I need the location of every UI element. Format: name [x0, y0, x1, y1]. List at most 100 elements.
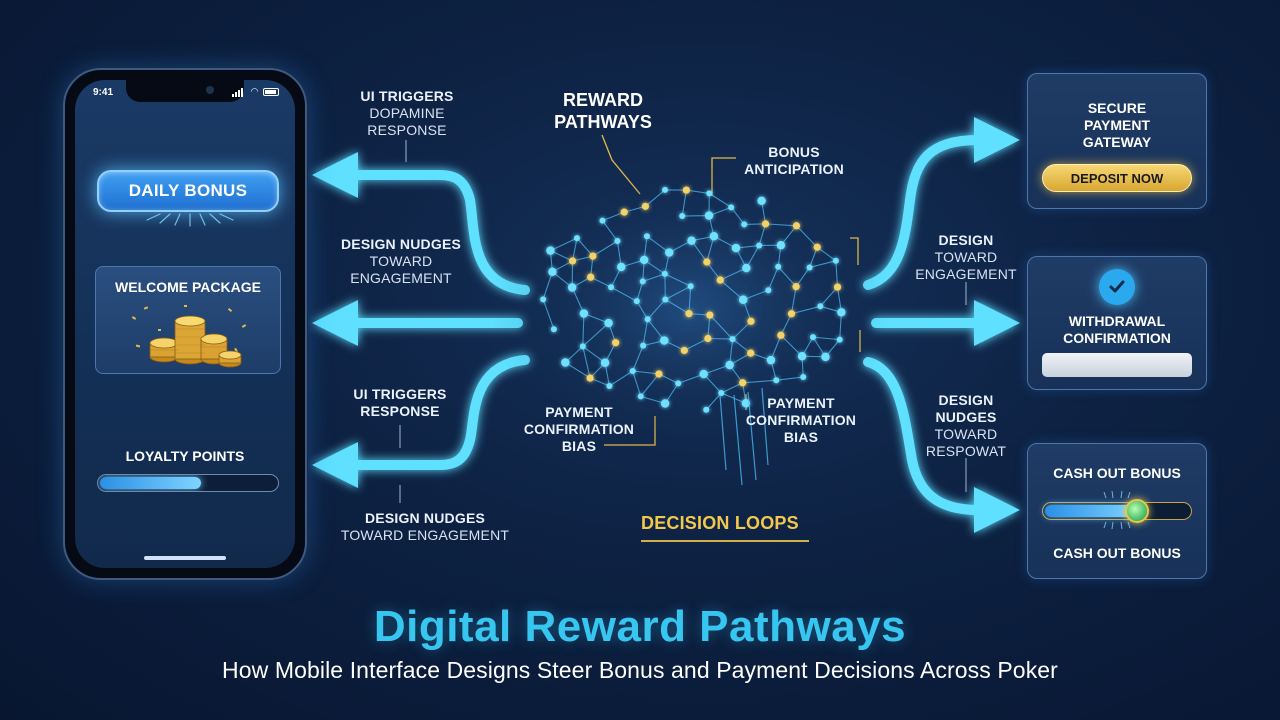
- phone-screen: 9:41 ◠ DAILY BONUS WELCOME PACKAGE: [75, 80, 295, 568]
- brain-connection: [645, 189, 666, 207]
- brain-connection: [636, 300, 649, 320]
- brain-node-gold: [716, 276, 724, 284]
- brain-connection: [664, 273, 691, 287]
- brain-connection: [576, 237, 594, 257]
- brain-connection: [780, 334, 803, 357]
- brain-node-gold: [655, 370, 663, 378]
- brain-connection: [632, 370, 642, 397]
- label-ui-triggers-response: UI TRIGGERS RESPONSE: [353, 386, 447, 419]
- cash-out-bonus-card: CASH OUT BONUS CASH OUT BONUS: [1027, 443, 1207, 579]
- cash-out-bonus-title-top: CASH OUT BONUS: [1053, 465, 1181, 481]
- brain-node-gold: [706, 311, 714, 319]
- daily-bonus-button[interactable]: DAILY BONUS: [97, 170, 279, 212]
- brain-node: [633, 298, 640, 305]
- brain-node: [728, 204, 735, 211]
- brain-connection: [721, 392, 747, 404]
- brain-connection: [610, 286, 638, 302]
- brain-node: [776, 241, 786, 250]
- brain-connection: [706, 261, 721, 281]
- brain-node-gold: [704, 334, 712, 343]
- brain-node: [548, 267, 557, 277]
- brain-connection: [542, 271, 553, 300]
- arrow-upper-left: [347, 170, 530, 295]
- brain-connection: [681, 190, 687, 217]
- brain-connection: [742, 289, 769, 301]
- brain-connection: [572, 238, 578, 262]
- brain-node: [660, 336, 669, 345]
- brain-connection: [582, 322, 609, 347]
- brain-node: [629, 367, 636, 374]
- decision-loops-title: DECISION LOOPS: [641, 513, 799, 533]
- arrowhead-upper-left: [312, 152, 358, 198]
- brain-connection: [703, 364, 730, 375]
- arrowhead-middle-left: [312, 300, 358, 346]
- brain-node-gold: [680, 346, 688, 355]
- camera-icon: [206, 86, 214, 94]
- brain-node: [738, 295, 748, 304]
- brain-node-gold: [833, 283, 842, 291]
- cash-out-slider-handle[interactable]: [1124, 499, 1149, 523]
- brain-node-gold: [620, 208, 628, 216]
- brain-connection: [565, 362, 591, 379]
- brain-connection: [590, 276, 612, 288]
- deposit-now-button[interactable]: DEPOSIT NOW: [1042, 164, 1192, 192]
- brain-node: [836, 336, 843, 343]
- phone-mockup: 9:41 ◠ DAILY BONUS WELCOME PACKAGE: [63, 68, 307, 580]
- brain-connection: [665, 285, 691, 300]
- arrowhead-lower-left: [312, 442, 358, 488]
- home-indicator[interactable]: [144, 556, 226, 560]
- brain-connection: [688, 286, 692, 314]
- arrowhead-middle-right: [974, 300, 1020, 346]
- brain-node: [614, 238, 621, 245]
- label-payment-bias-left: PAYMENT CONFIRMATION BIAS: [523, 404, 635, 454]
- brain-node-gold: [586, 374, 594, 382]
- brain-connection: [640, 373, 660, 397]
- brain-connection: [592, 240, 618, 257]
- brain-node: [567, 283, 577, 292]
- brain-node: [806, 264, 813, 271]
- brain-node-gold: [747, 317, 755, 325]
- main-title: Digital Reward Pathways: [373, 602, 907, 651]
- brain-connection: [839, 312, 842, 340]
- arrow-lower-left: [347, 355, 530, 470]
- brain-connection: [542, 299, 555, 330]
- brain-connection: [707, 337, 733, 340]
- cash-out-bonus-title-bottom: CASH OUT BONUS: [1053, 545, 1181, 561]
- brain-connection: [550, 237, 578, 252]
- confirmation-bar[interactable]: [1042, 353, 1192, 377]
- slider-glow-marks: [1103, 490, 1131, 530]
- brain-node: [687, 236, 696, 245]
- brain-node: [704, 211, 714, 220]
- brain-node-gold: [587, 273, 595, 281]
- leader-lines: [399, 140, 967, 503]
- brain-connection: [582, 345, 606, 364]
- left-arrows: [347, 170, 530, 470]
- brain-node: [662, 296, 669, 303]
- brain-stem: [719, 387, 769, 486]
- brain-node: [637, 393, 644, 400]
- brain-connection: [777, 266, 797, 287]
- brain-connection: [707, 314, 711, 339]
- left-arrowheads: [312, 152, 358, 488]
- brain-connection: [582, 313, 585, 347]
- brain-node: [810, 334, 817, 341]
- brain-node: [644, 316, 651, 323]
- brain-connection: [583, 313, 609, 324]
- brain-node: [579, 343, 586, 350]
- cash-out-slider[interactable]: [1042, 499, 1192, 523]
- brain-node: [660, 399, 670, 408]
- brain-node-gold: [568, 257, 577, 265]
- brain-node: [640, 342, 647, 349]
- brain-node: [540, 296, 547, 303]
- brain-node-gold: [813, 243, 821, 251]
- brain-node-gold: [747, 349, 755, 357]
- brain-connection: [616, 240, 622, 268]
- label-bonus-anticipation: BONUS ANTICIPATION: [744, 144, 844, 177]
- welcome-package-card[interactable]: WELCOME PACKAGE: [95, 266, 281, 374]
- brain-connection: [720, 267, 747, 281]
- brain-node: [742, 263, 751, 273]
- brain-connection: [677, 373, 704, 384]
- right-arrows: [863, 135, 985, 515]
- brain-connection: [765, 223, 797, 227]
- brain-connection: [703, 373, 722, 394]
